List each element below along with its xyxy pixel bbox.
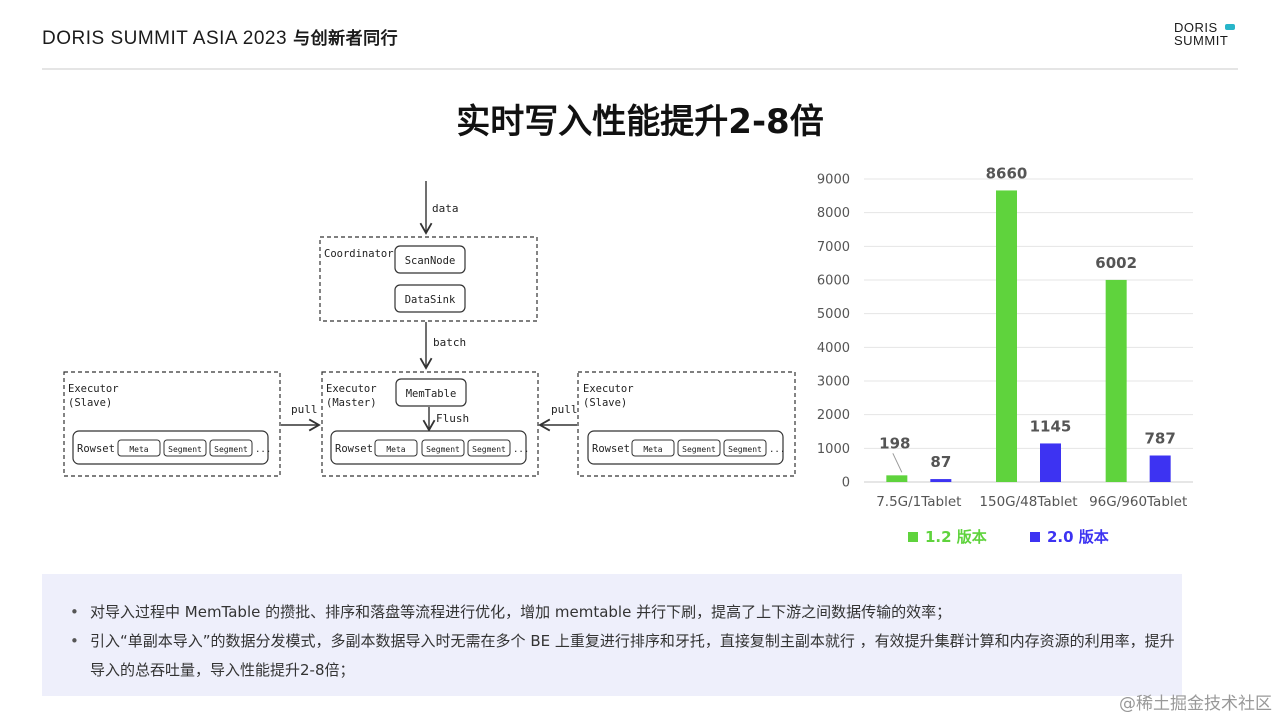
x-tick-label: 96G/960Tablet [1089,494,1187,510]
pull-label-right: pull [551,403,578,416]
segment-master-label-2: Segment [472,445,506,454]
rowset-slave-left-label: Rowset [77,443,115,455]
bar [930,479,952,482]
segment-slave-right-box-1 [677,439,721,457]
header-divider [42,68,1238,70]
legend-label: 1.2 版本 [925,528,987,546]
legend-swatch [908,532,918,542]
flush-label: Flush [436,412,469,425]
meta-slave-left-box [117,439,161,457]
data-label: data [432,202,459,215]
executor-slave-left-box [63,371,281,477]
bar [1149,455,1171,482]
datasink-box [394,284,466,313]
meta-master-box [374,439,418,457]
legend-swatch [1030,532,1040,542]
segment-slave-right-label-2: Segment [728,445,762,454]
data-label: 87 [930,453,951,471]
meta-slave-right-box [631,439,675,457]
data-label: 198 [879,434,910,452]
watermark: @稀土掘金技术社区 [1119,694,1272,714]
executor-slave-left-label-1: Executor [68,383,119,395]
header-title-en: DORIS SUMMIT ASIA 2023 [42,28,288,49]
segment-master-label-1: Segment [426,445,460,454]
logo-line-2: SUMMIT [1174,33,1229,48]
ellipsis-slave-right: ... [769,445,785,455]
note-item-2: 引入“单副本导入”的数据分发模式，多副本数据导入时无需在多个 BE 上重复进行排… [70,627,1182,685]
y-tick-label: 9000 [817,173,850,188]
x-tick-label: 7.5G/1Tablet [876,494,961,510]
executor-master-label-2: (Master) [326,397,377,409]
bar [886,475,908,482]
pull-label-left: pull [291,403,318,416]
executor-master-box [321,371,539,477]
notes-list: 对导入过程中 MemTable 的攒批、排序和落盘等流程进行优化，增加 memt… [42,574,1182,685]
logo-line-1: DORIS [1174,20,1218,35]
datasink-label: DataSink [405,294,456,306]
coordinator-label: Coordinator [324,248,394,260]
logo-mark-icon [1225,24,1235,30]
meta-slave-left-label: Meta [129,445,148,454]
data-label: 1145 [1030,417,1072,435]
doris-summit-logo: DORIS SUMMIT [1174,21,1244,51]
legend-label: 2.0 版本 [1047,528,1109,546]
y-tick-label: 2000 [817,408,850,423]
executor-slave-right-label-1: Executor [583,383,634,395]
data-label: 787 [1145,430,1176,448]
bar-chart: 0 1000 2000 3000 4000 5000 6000 7000 8000 9000 198… [817,164,1193,546]
y-tick-label: 3000 [817,375,850,390]
coordinator-box [319,236,538,322]
segment-master-box-2 [467,439,511,457]
memtable-box [395,378,467,407]
page-title: 实时写入性能提升2-8倍 [456,102,824,142]
executor-slave-right-label-2: (Slave) [583,397,627,409]
segment-slave-left-box-1 [163,439,207,457]
rowset-slave-right-label: Rowset [592,443,630,455]
y-tick-label: 7000 [817,240,850,255]
segment-master-box-1 [421,439,465,457]
scannode-label: ScanNode [405,255,456,267]
meta-slave-right-label: Meta [643,445,662,454]
data-label: 8660 [986,164,1028,182]
memtable-label: MemTable [406,388,457,400]
y-tick-label: 0 [842,476,850,491]
rowset-master-label: Rowset [335,443,373,455]
y-tick-label: 4000 [817,341,850,356]
y-tick-label: 6000 [817,274,850,289]
data-label: 6002 [1095,254,1137,272]
executor-slave-left-label-2: (Slave) [68,397,112,409]
ellipsis-slave-left: ... [255,445,271,455]
ellipsis-master: ... [513,445,529,455]
data-label-leader [892,453,903,473]
bar [1105,279,1127,482]
note-item-1: 对导入过程中 MemTable 的攒批、排序和落盘等流程进行优化，增加 memt… [70,598,1182,627]
meta-master-label: Meta [386,445,405,454]
architecture-diagram: data Coordinator ScanNode DataSink batch… [63,181,796,477]
header-title-cn: 与创新者同行 [293,29,399,49]
y-tick-label: 1000 [817,442,850,457]
segment-slave-left-label-2: Segment [214,445,248,454]
segment-slave-right-box-2 [723,439,767,457]
y-tick-label: 8000 [817,206,850,221]
y-tick-label: 5000 [817,307,850,322]
bar [1040,443,1061,482]
executor-master-label-1: Executor [326,383,377,395]
bar [996,190,1017,483]
notes-panel: 对导入过程中 MemTable 的攒批、排序和落盘等流程进行优化，增加 memt… [42,574,1182,696]
batch-label: batch [433,336,466,349]
segment-slave-right-label-1: Segment [682,445,716,454]
segment-slave-left-label-1: Segment [168,445,202,454]
x-tick-label: 150G/48Tablet [979,494,1077,510]
executor-slave-right-box [577,371,796,477]
segment-slave-left-box-2 [209,439,253,457]
scannode-box [394,245,466,274]
